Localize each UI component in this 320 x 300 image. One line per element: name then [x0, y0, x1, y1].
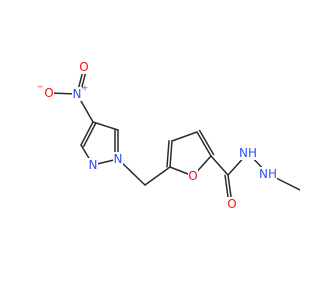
atom-nh-2: NH [259, 167, 277, 181]
bond-ch2-furan [144, 166, 171, 186]
svg-text:N: N [89, 158, 98, 172]
bond-pz-c4-c3-second [82, 122, 97, 148]
atom-amide-o: O [227, 197, 237, 211]
svg-text:N: N [114, 152, 123, 166]
svg-text:N: N [73, 87, 82, 101]
charge-plus: + [82, 84, 89, 93]
svg-text:O: O [44, 86, 53, 100]
svg-text:NH: NH [259, 167, 277, 181]
charge-minus: − [37, 83, 44, 92]
bond-furan-carbonyl [210, 155, 229, 176]
bond-pz-c4-c3 [80, 121, 94, 146]
atom-o-double: O [79, 60, 89, 74]
svg-text:O: O [227, 197, 236, 211]
atom-furan-o: O [188, 169, 198, 183]
atom-n-plus: N [72, 87, 82, 101]
atom-pyrazole-n1: N [113, 152, 123, 166]
svg-text:O: O [188, 169, 197, 183]
atom-pyrazole-n2: N [88, 158, 98, 172]
bond-f1-c4-c3 [171, 131, 198, 142]
bond-f1-c5-c4 [169, 140, 173, 168]
svg-text:O: O [79, 60, 88, 74]
svg-text:NH: NH [239, 146, 257, 160]
atom-nh-1: NH [239, 146, 257, 160]
bond-f1-c3-c2 [196, 131, 212, 157]
bond-f1-c5-c4-second [166, 140, 170, 168]
atom-o-minus: O [44, 86, 54, 100]
bond-f1-c3-c2-second [198, 129, 215, 156]
bond-pz-c4-c5 [92, 121, 119, 131]
